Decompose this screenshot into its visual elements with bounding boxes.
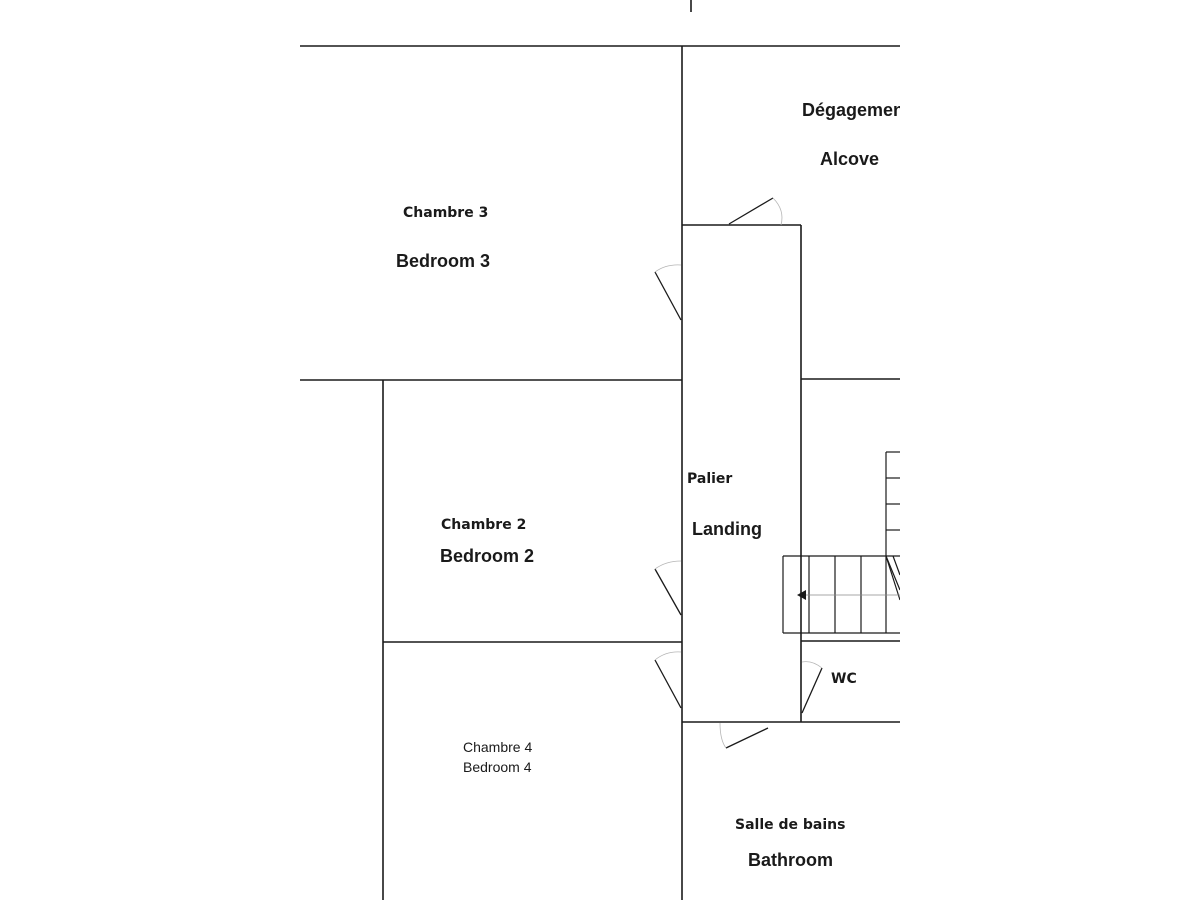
door-bedroom4 <box>654 651 682 709</box>
bathroom-label-en: Bathroom <box>748 850 833 870</box>
door-bedroom2 <box>654 560 682 616</box>
landing-label-fr: Palier <box>687 471 732 487</box>
bedroom3-label-fr: Chambre 3 <box>403 205 488 221</box>
door-alcove <box>728 197 783 226</box>
door-bathroom <box>719 722 769 749</box>
staircase <box>782 451 901 634</box>
bedroom2-label-fr: Chambre 2 <box>441 517 526 533</box>
door-wc <box>801 661 823 714</box>
room-labels: Chambre 3 Bedroom 3 Dégagement Alcove Ch… <box>396 100 910 870</box>
bedroom2-label-en: Bedroom 2 <box>440 546 534 566</box>
stair-arrow-icon <box>797 590 806 600</box>
right-margin <box>900 0 1200 900</box>
bedroom4-label-fr: Chambre 4 <box>463 739 532 755</box>
bedroom3-label-en: Bedroom 3 <box>396 251 490 271</box>
alcove-label-fr: Dégagement <box>802 100 910 120</box>
bathroom-label-fr: Salle de bains <box>735 817 845 833</box>
wc-label: WC <box>831 671 857 687</box>
doors <box>654 197 823 749</box>
door-bedroom3 <box>654 264 682 321</box>
landing-label-en: Landing <box>692 519 762 539</box>
walls <box>300 0 900 900</box>
alcove-label-en: Alcove <box>820 149 879 169</box>
bedroom4-label-en: Bedroom 4 <box>463 759 532 775</box>
